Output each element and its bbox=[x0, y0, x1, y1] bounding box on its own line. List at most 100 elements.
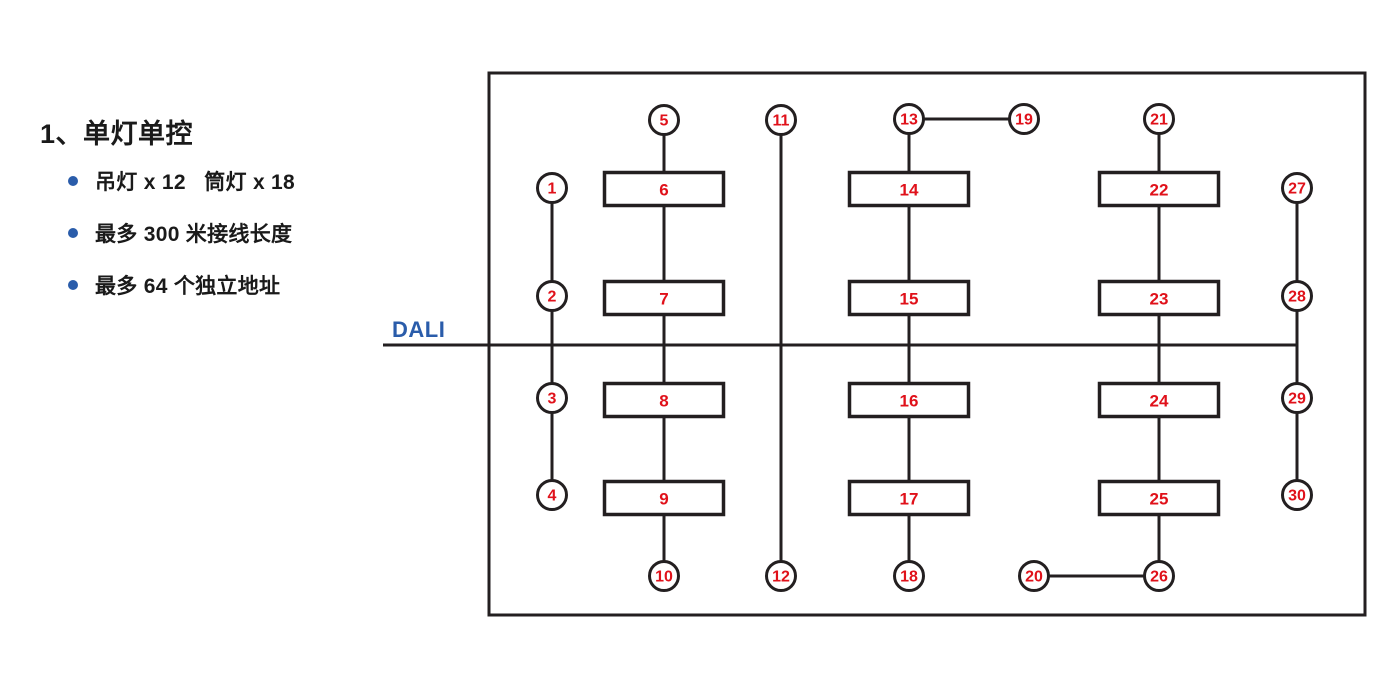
fixture-node-9[interactable]: 9 bbox=[602, 479, 726, 517]
fixture-node-19[interactable]: 19 bbox=[1008, 103, 1040, 135]
fixture-label: 20 bbox=[1025, 569, 1043, 586]
fixture-label: 9 bbox=[659, 490, 668, 509]
fixture-circle-shape bbox=[893, 560, 925, 592]
fixture-label: 4 bbox=[548, 488, 557, 505]
bullet-dot-icon bbox=[68, 228, 78, 239]
fixture-node-17[interactable]: 17 bbox=[847, 479, 971, 517]
fixture-label: 6 bbox=[659, 181, 668, 200]
list-item: 吊灯 x 12 筒灯 x 18 bbox=[40, 166, 440, 196]
fixture-rect-shape bbox=[602, 381, 726, 419]
fixture-node-10[interactable]: 10 bbox=[648, 560, 680, 592]
panel-title: 1、单灯单控 bbox=[40, 119, 194, 149]
fixture-circle-shape bbox=[1143, 560, 1175, 592]
fixture-label: 11 bbox=[773, 113, 790, 130]
fixture-node-4[interactable]: 4 bbox=[536, 479, 568, 511]
fixture-node-13[interactable]: 13 bbox=[893, 103, 925, 135]
list-item: 最多 300 米接线长度 bbox=[40, 218, 440, 248]
fixture-node-1[interactable]: 1 bbox=[536, 172, 568, 204]
fixture-circle-shape bbox=[893, 103, 925, 135]
fixture-rect-shape bbox=[602, 479, 726, 517]
fixture-circle-shape bbox=[536, 280, 568, 312]
fixture-circle-shape bbox=[1281, 382, 1313, 414]
fixture-circle-shape bbox=[648, 104, 680, 136]
fixture-rect-shape bbox=[847, 381, 971, 419]
fixture-label: 22 bbox=[1150, 181, 1169, 200]
fixture-node-5[interactable]: 5 bbox=[648, 104, 680, 136]
fixture-node-15[interactable]: 15 bbox=[847, 279, 971, 317]
bullet-label: 最多 300 米接线长度 bbox=[95, 223, 293, 247]
fixture-node-26[interactable]: 26 bbox=[1143, 560, 1175, 592]
fixture-node-20[interactable]: 20 bbox=[1018, 560, 1050, 592]
info-panel: 1、单灯单控 吊灯 x 12 筒灯 x 18 最多 300 米接线长度 最多 6… bbox=[40, 118, 440, 322]
fixture-label: 21 bbox=[1150, 112, 1168, 129]
fixture-label: 24 bbox=[1150, 392, 1169, 411]
bullet-dot-icon bbox=[68, 280, 78, 291]
fixture-node-3[interactable]: 3 bbox=[536, 382, 568, 414]
fixture-circle-shape bbox=[536, 382, 568, 414]
fixture-node-21[interactable]: 21 bbox=[1143, 103, 1175, 135]
fixture-node-28[interactable]: 28 bbox=[1281, 280, 1313, 312]
fixture-label: 26 bbox=[1150, 569, 1168, 586]
fixture-label: 25 bbox=[1150, 490, 1169, 509]
fixture-node-29[interactable]: 29 bbox=[1281, 382, 1313, 414]
fixture-circle-shape bbox=[1281, 479, 1313, 511]
fixture-node-12[interactable]: 12 bbox=[765, 560, 797, 592]
fixture-label: 30 bbox=[1288, 488, 1306, 505]
fixture-node-27[interactable]: 27 bbox=[1281, 172, 1313, 204]
fixture-node-18[interactable]: 18 bbox=[893, 560, 925, 592]
fixture-node-11[interactable]: 11 bbox=[765, 104, 797, 136]
fixture-label: 1 bbox=[548, 181, 557, 198]
list-item: 最多 64 个独立地址 bbox=[40, 270, 440, 300]
fixture-circle-shape bbox=[1018, 560, 1050, 592]
fixture-label: 29 bbox=[1288, 391, 1306, 408]
fixture-label: 16 bbox=[900, 392, 919, 411]
fixture-label: 13 bbox=[900, 112, 918, 129]
fixture-circle-shape bbox=[1008, 103, 1040, 135]
fixture-label: 27 bbox=[1288, 181, 1306, 198]
rect-nodes: 6 7 8 9 14 15 16 17 22 23 24 25 bbox=[602, 170, 1221, 517]
fixture-rect-shape bbox=[847, 279, 971, 317]
fixture-node-8[interactable]: 8 bbox=[602, 381, 726, 419]
fixture-node-14[interactable]: 14 bbox=[847, 170, 971, 208]
fixture-circle-shape bbox=[648, 560, 680, 592]
fixture-rect-shape bbox=[1097, 279, 1221, 317]
fixture-circle-shape bbox=[1281, 280, 1313, 312]
fixture-label: 14 bbox=[900, 181, 919, 200]
fixture-label: 8 bbox=[659, 392, 668, 411]
fixture-circle-shape bbox=[1143, 103, 1175, 135]
fixture-label: 10 bbox=[655, 569, 673, 586]
fixture-label: 19 bbox=[1015, 112, 1033, 129]
dali-bus-label: DALI bbox=[392, 317, 445, 342]
fixture-node-25[interactable]: 25 bbox=[1097, 479, 1221, 517]
fixture-label: 23 bbox=[1150, 290, 1169, 309]
fixture-node-7[interactable]: 7 bbox=[602, 279, 726, 317]
fixture-node-6[interactable]: 6 bbox=[602, 170, 726, 208]
fixture-label: 7 bbox=[659, 290, 668, 309]
fixture-label: 3 bbox=[548, 391, 557, 408]
fixture-node-23[interactable]: 23 bbox=[1097, 279, 1221, 317]
fixture-rect-shape bbox=[847, 479, 971, 517]
fixture-circle-shape bbox=[536, 479, 568, 511]
fixture-node-16[interactable]: 16 bbox=[847, 381, 971, 419]
fixture-label: 18 bbox=[900, 569, 918, 586]
fixture-circle-shape bbox=[536, 172, 568, 204]
fixture-rect-shape bbox=[847, 170, 971, 208]
bullet-label: 最多 64 个独立地址 bbox=[95, 275, 281, 299]
fixture-node-30[interactable]: 30 bbox=[1281, 479, 1313, 511]
fixture-node-24[interactable]: 24 bbox=[1097, 381, 1221, 419]
fixture-circle-shape bbox=[1281, 172, 1313, 204]
fixture-circle-shape bbox=[765, 104, 797, 136]
fixture-label: 28 bbox=[1288, 289, 1306, 306]
fixture-rect-shape bbox=[1097, 170, 1221, 208]
fixture-label: 2 bbox=[548, 289, 557, 306]
fixture-circle-shape bbox=[765, 560, 797, 592]
fixture-node-22[interactable]: 22 bbox=[1097, 170, 1221, 208]
fixture-rect-shape bbox=[602, 279, 726, 317]
fixture-label: 17 bbox=[900, 490, 919, 509]
fixture-node-2[interactable]: 2 bbox=[536, 280, 568, 312]
bullet-dot-icon bbox=[68, 176, 78, 187]
fixture-label: 12 bbox=[772, 569, 790, 586]
